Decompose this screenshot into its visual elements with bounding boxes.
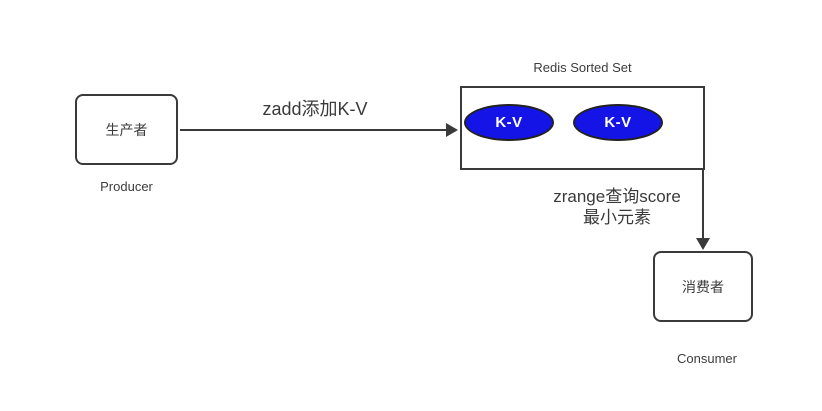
kv-node-label: K-V	[604, 114, 632, 131]
kv-node-label: K-V	[495, 114, 523, 131]
redis-sorted-set-box[interactable]: K-V K-V	[460, 86, 705, 170]
zrange-arrow-label-line2: 最小元素	[583, 208, 651, 228]
producer-node[interactable]: 生产者	[75, 94, 178, 165]
producer-caption: Producer	[100, 179, 153, 194]
redis-sorted-set-title: Redis Sorted Set	[533, 60, 632, 75]
zadd-arrowhead-icon	[446, 123, 458, 137]
kv-node[interactable]: K-V	[573, 104, 663, 141]
zrange-arrowhead-icon	[696, 238, 710, 250]
zadd-arrow-label: zadd添加K-V	[262, 99, 368, 119]
zrange-arrow-line	[702, 170, 704, 238]
consumer-node-label: 消费者	[682, 278, 724, 295]
zadd-arrow-line	[180, 129, 447, 131]
consumer-node[interactable]: 消费者	[653, 251, 753, 322]
zrange-arrow-label: zrange查询score 最小元素	[527, 186, 707, 229]
zrange-arrow-label-line1: zrange查询score	[553, 187, 681, 206]
consumer-caption: Consumer	[677, 351, 737, 366]
producer-node-label: 生产者	[105, 121, 148, 138]
kv-node[interactable]: K-V	[464, 104, 554, 141]
